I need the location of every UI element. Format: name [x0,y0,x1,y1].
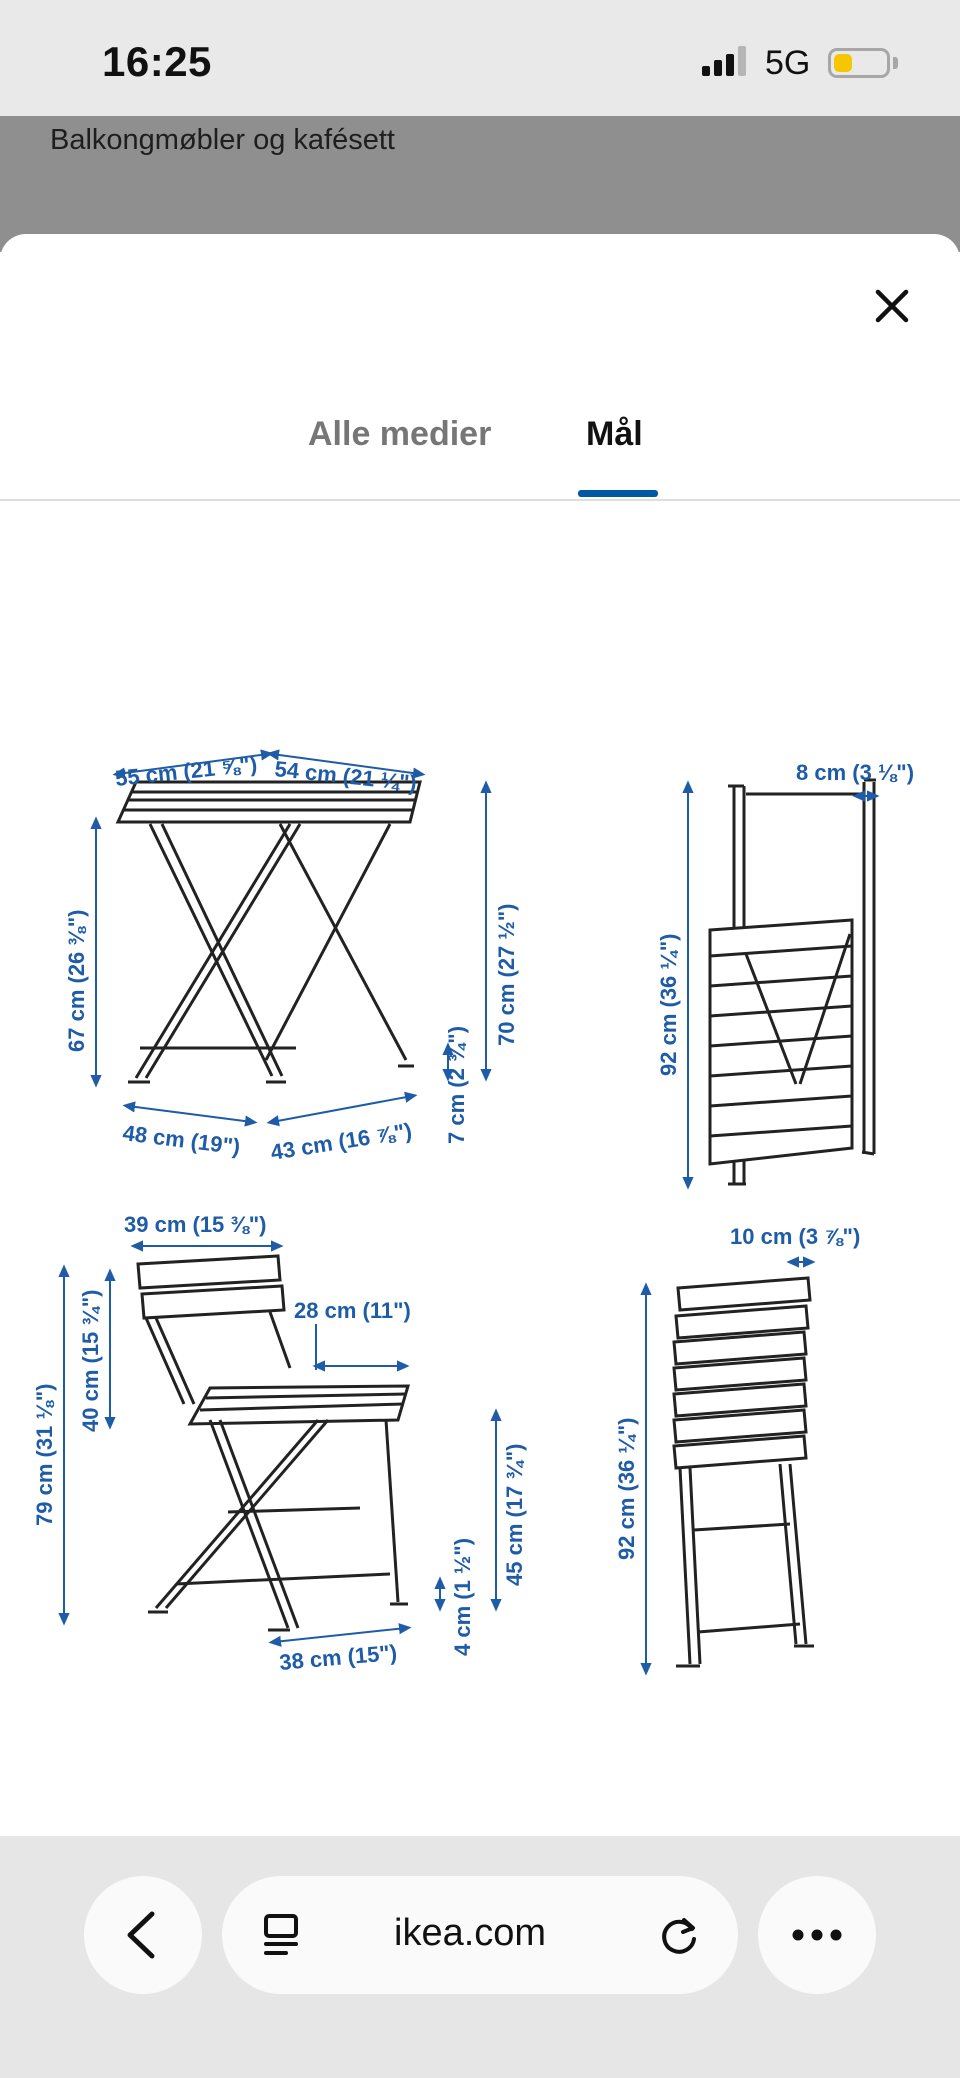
close-icon[interactable] [868,282,916,330]
chair-total-height-label: 79 cm (31 ⅛") [32,1383,57,1526]
chair-dimensions [58,1240,502,1647]
back-button[interactable] [84,1876,202,1994]
table-foot-depth-label: 48 cm (19") [121,1120,241,1159]
tabs-divider [0,499,960,501]
status-time: 16:25 [102,38,212,85]
more-icon [792,1929,842,1941]
table-foot-width-label: 43 cm (16 ⅞") [269,1118,414,1165]
browser-toolbar: ikea.com [0,1836,960,2078]
table-dimensions [90,749,492,1127]
folded-chair-thickness-label: 10 cm (3 ⅞") [730,1224,860,1249]
media-dialog: Alle medier Mål [0,234,960,1834]
active-tab-indicator [578,490,658,497]
chair-foot-height-label: 4 cm (1 ½") [450,1538,475,1656]
chair-seat-height-label: 45 cm (17 ¾") [502,1443,527,1586]
battery-level [834,54,852,72]
more-button[interactable] [758,1876,876,1994]
folded-table-dimensions [682,780,880,1190]
folded-chair-drawing [672,1276,814,1668]
chair-seat-depth-label: 28 cm (11") [294,1298,411,1323]
table-foot-height-label: 7 cm (2 ¾") [444,1026,469,1144]
folded-chair-dimensions [640,1256,816,1676]
reload-icon[interactable] [656,1912,702,1958]
background-page-title: Balkongmøbler og kafésett [50,124,395,156]
chevron-left-icon [127,1911,155,1959]
chair-drawing [136,1254,411,1632]
tab-dimensions[interactable]: Mål [586,415,643,453]
table-leg-height-label: 67 cm (26 ⅜") [64,909,89,1052]
battery-tip [893,57,898,69]
reader-icon [264,1914,298,1955]
status-bar: 16:25 5G [0,0,960,116]
folded-table-height-label: 92 cm (36 ¼") [656,933,681,1076]
url-text: ikea.com [394,1912,547,1954]
folded-chair-height-label: 92 cm (36 ¼") [614,1417,639,1560]
tab-bar: Alle medier Mål [0,404,960,496]
folded-table-drawing [708,778,876,1186]
url-bar[interactable]: ikea.com [222,1876,738,1994]
folded-table-thickness-label: 8 cm (3 ⅛") [796,760,914,785]
battery-icon [828,48,890,78]
dimension-drawing: 55 cm (21 ⅝") 54 cm (21 ¼") 67 cm (26 ⅜"… [32,749,914,1676]
tab-all-media[interactable]: Alle medier [308,415,492,453]
signal-icon [702,46,746,76]
network-type: 5G [765,44,811,82]
chair-backrest-width-label: 39 cm (15 ⅜") [124,1212,267,1237]
table-drawing [115,780,422,1084]
chair-backrest-height-label: 40 cm (15 ¾") [78,1289,103,1432]
table-height-label: 70 cm (27 ½") [494,903,519,1046]
background-page: Balkongmøbler og kafésett [0,116,960,252]
chair-foot-width-label: 38 cm (15") [278,1640,398,1675]
